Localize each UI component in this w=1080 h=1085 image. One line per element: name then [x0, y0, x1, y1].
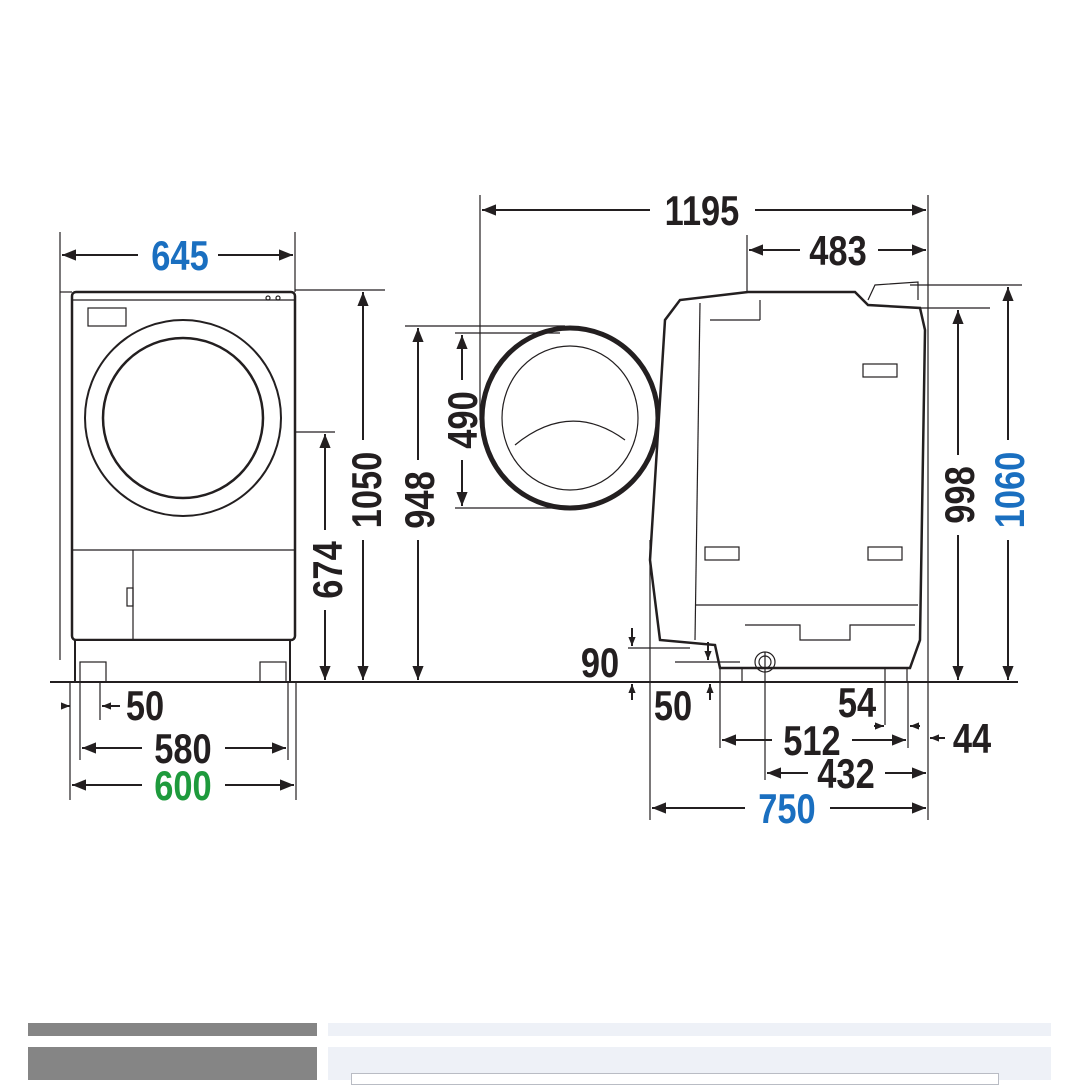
dim-drain-height: 90 [581, 640, 619, 687]
dim-rear-offset-44: 44 [953, 716, 992, 763]
dim-front-width: 645 [151, 233, 208, 280]
table-header-cell-left [28, 1023, 317, 1036]
dim-body-height: 998 [937, 466, 984, 523]
dim-top-depth: 483 [809, 228, 866, 275]
dim-door-top-height: 948 [397, 471, 444, 528]
dim-door-center-height: 674 [305, 541, 352, 599]
open-door [479, 325, 661, 511]
dim-base-width: 600 [154, 763, 211, 810]
dim-total-height: 1060 [987, 452, 1034, 529]
dim-door-diameter: 490 [440, 391, 487, 448]
table-header-cell-right [328, 1023, 1051, 1036]
dim-front-foot-span: 580 [154, 726, 211, 773]
front-view [59, 290, 297, 683]
dim-rear-offset-54: 54 [838, 680, 877, 727]
side-view [648, 281, 927, 683]
dim-foot-offset: 50 [126, 683, 164, 730]
dim-hose-to-back: 432 [817, 751, 874, 798]
dim-side-foot-span: 512 [783, 718, 840, 765]
dim-front-height: 1050 [344, 452, 391, 529]
table-row-label-cell [28, 1047, 317, 1080]
input-box[interactable] [351, 1073, 999, 1085]
dim-door-open-depth: 1195 [665, 188, 740, 235]
dim-side-foot-height: 50 [654, 683, 692, 730]
dim-depth: 750 [758, 786, 815, 833]
